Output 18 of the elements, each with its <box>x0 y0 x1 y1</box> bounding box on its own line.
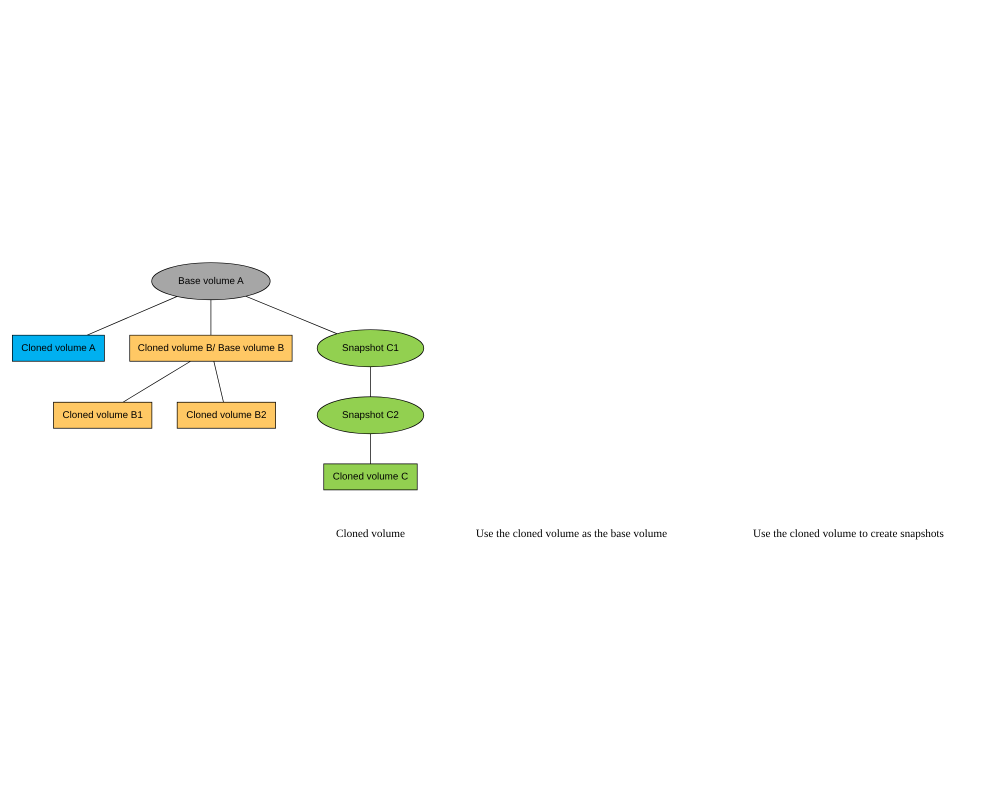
node-ellipse: Base volume A <box>151 262 271 300</box>
connector <box>213 360 224 402</box>
label: Cloned volume <box>336 528 405 540</box>
connector <box>370 433 371 464</box>
node-ellipse: Snapshot C2 <box>316 396 424 434</box>
connector <box>370 366 371 397</box>
connector <box>245 296 338 334</box>
connector <box>210 299 212 336</box>
node-box: Cloned volume C <box>323 463 418 490</box>
node-box: Cloned volume B/ Base volume B <box>129 334 292 362</box>
label: Use the cloned volume to create snapshots <box>753 528 944 540</box>
node-box: Cloned volume B1 <box>53 402 152 429</box>
node-box: Cloned volume A <box>12 334 105 362</box>
connector <box>86 296 178 336</box>
node-ellipse: Snapshot C1 <box>316 329 424 368</box>
connector <box>122 360 191 402</box>
node-box: Cloned volume B2 <box>176 402 276 429</box>
label: Use the cloned volume as the base volume <box>476 528 668 540</box>
